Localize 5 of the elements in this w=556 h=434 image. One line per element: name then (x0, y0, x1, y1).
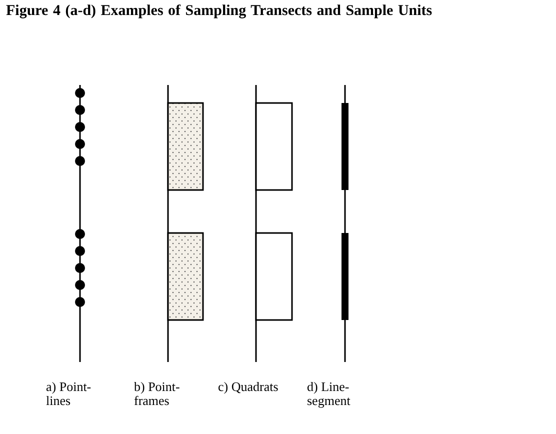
figure-caption: d) Line- segment (307, 380, 352, 408)
figure-caption: c) Quadrats (218, 380, 280, 394)
figure-title: Figure 4 (a-d) Examples of Sampling Transects and Sample Units (6, 2, 434, 20)
figure-caption: a) Point- lines (46, 380, 92, 408)
figure-caption: b) Point- frames (134, 380, 181, 408)
